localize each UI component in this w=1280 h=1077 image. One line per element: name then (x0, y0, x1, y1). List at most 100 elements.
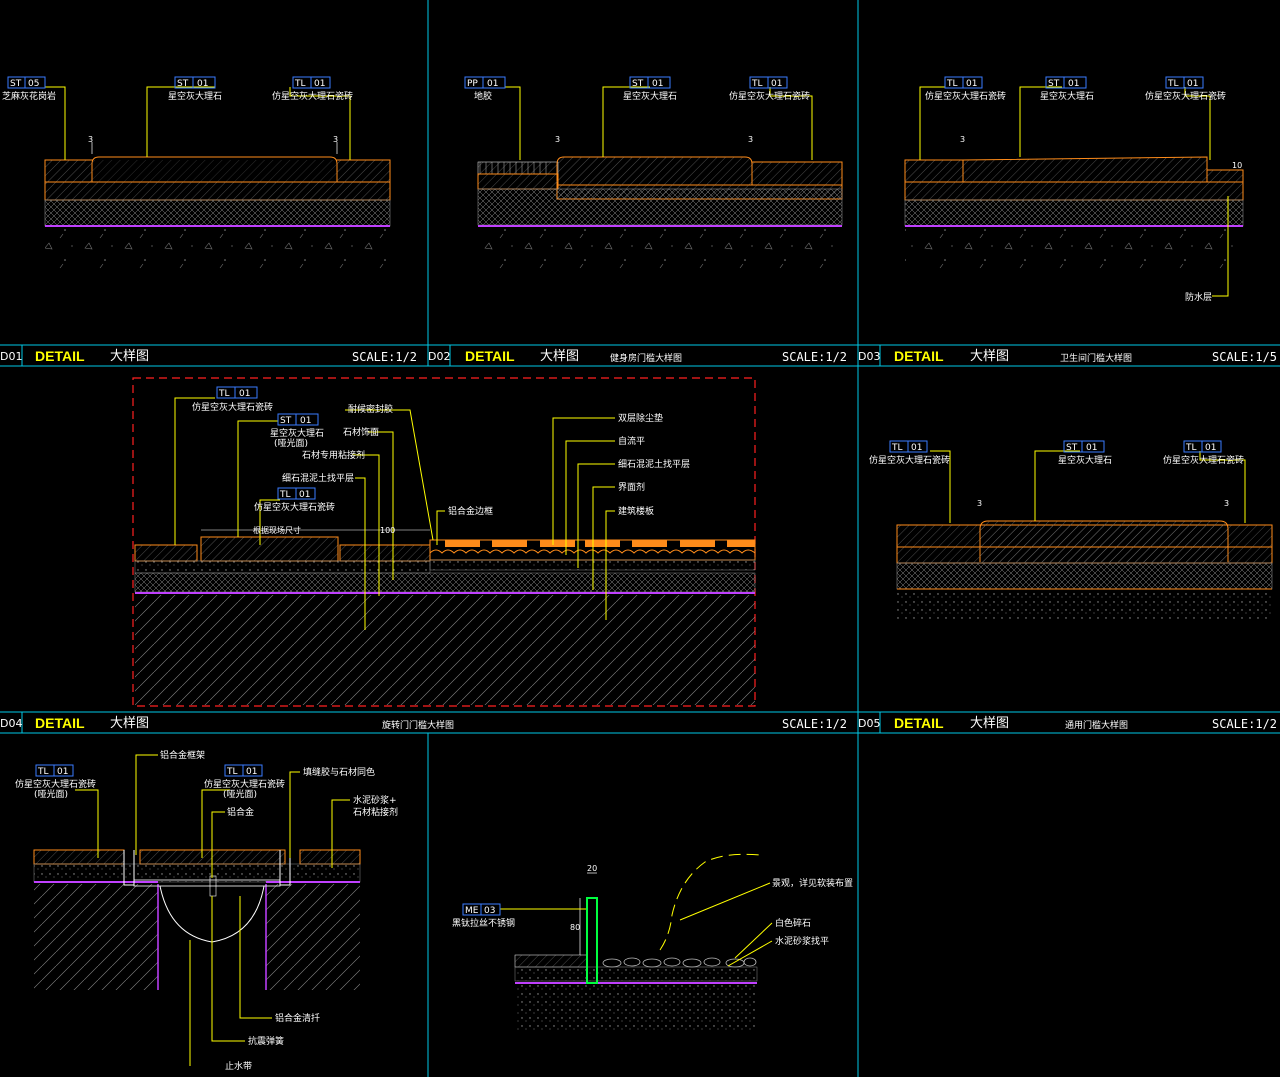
svg-text:仿星空灰大理石瓷砖: 仿星空灰大理石瓷砖 (15, 778, 96, 790)
svg-text:TL: TL (1185, 443, 1197, 453)
note-bl-spring: 抗震弹簧 (248, 1035, 284, 1047)
svg-text:01: 01 (57, 767, 68, 777)
note-d04-stone-face: 石材饰面 (343, 426, 379, 438)
note-d04-mat: 双层除尘垫 (618, 412, 663, 424)
svg-text:ST: ST (632, 79, 644, 89)
note-bl-waterstop: 止水带 (225, 1060, 252, 1072)
svg-text:仿星空灰大理石瓷砖: 仿星空灰大理石瓷砖 (204, 778, 285, 790)
svg-text:TL: TL (226, 767, 238, 777)
svg-text:ST: ST (10, 79, 22, 89)
svg-text:01: 01 (1086, 443, 1097, 453)
detail-heading-d04: DETAIL (35, 715, 85, 731)
detail-subtitle-d02: 健身房门槛大样图 (610, 352, 682, 364)
svg-text:星空灰大理石: 星空灰大理石 (1040, 90, 1094, 102)
note-bl-rod: 铝合金清扦 (275, 1012, 320, 1024)
svg-text:TL: TL (37, 767, 49, 777)
dim-bm-80: 80 (570, 923, 580, 932)
dim-d01-left: 3 (88, 135, 93, 144)
note-d04-self-level: 自流平 (618, 435, 645, 447)
note-bm-mortar: 水泥砂浆找平 (775, 935, 829, 947)
section-d01 (44, 86, 391, 272)
detail-number-d03: D03 (858, 350, 880, 363)
svg-text:仿星空灰大理石瓷砖: 仿星空灰大理石瓷砖 (1163, 454, 1244, 466)
note-d04-sealant: 耐候密封胶 (348, 403, 393, 415)
note-bl-adhesive: 石材粘接剂 (353, 806, 398, 818)
svg-text:星空灰大理石: 星空灰大理石 (1058, 454, 1112, 466)
svg-text:01: 01 (771, 79, 782, 89)
svg-text:仿星空灰大理石瓷砖: 仿星空灰大理石瓷砖 (192, 401, 273, 413)
detail-number-d01: D01 (0, 350, 22, 363)
detail-heading-d02: DETAIL (465, 348, 515, 364)
tag-d01-1: ST 05 芝麻灰花岗岩 (2, 76, 56, 102)
svg-text:星空灰大理石: 星空灰大理石 (270, 427, 324, 439)
svg-text:仿星空灰大理石瓷砖: 仿星空灰大理石瓷砖 (254, 501, 335, 513)
note-bl-grout: 填缝胶与石材同色 (303, 766, 375, 778)
dim-d01-right: 3 (333, 135, 338, 144)
detail-heading-d03: DETAIL (894, 348, 944, 364)
note-d03-waterproof: 防水层 (1185, 291, 1212, 303)
dim-d03-left: 3 (960, 135, 965, 144)
dim-d04-site: 根据现场尺寸 (253, 525, 301, 535)
note-d04-screed: 细石混泥土找平层 (282, 472, 354, 484)
svg-text:TL: TL (218, 389, 230, 399)
note-d04-adhesive: 石材专用粘接剂 (302, 449, 365, 461)
svg-text:TL: TL (751, 79, 763, 89)
tag-d05-3: TL 01 仿星空灰大理石瓷砖 (1163, 440, 1244, 466)
svg-text:03: 03 (484, 906, 495, 916)
svg-text:仿星空灰大理石瓷砖: 仿星空灰大理石瓷砖 (1145, 90, 1226, 102)
svg-text:地胶: 地胶 (474, 90, 492, 102)
detail-number-d04: D04 (0, 717, 22, 730)
svg-text:01: 01 (1068, 79, 1079, 89)
note-d04-alu-frame: 铝合金边框 (448, 505, 493, 517)
note-d04-slab: 建筑楼板 (618, 505, 654, 517)
svg-text:TL: TL (946, 79, 958, 89)
detail-scale-d05: SCALE:1/2 (1212, 717, 1277, 731)
title-bar-d03: D03 DETAIL 大样图 卫生间门槛大样图 SCALE:1/5 (858, 348, 1277, 364)
dim-d02-left: 3 (555, 135, 560, 144)
section-d05 (896, 450, 1273, 620)
note-bl-alu-frame: 铝合金框架 (160, 749, 205, 761)
svg-text:01: 01 (1187, 79, 1198, 89)
svg-text:ST: ST (177, 79, 189, 89)
title-bar-d02: D02 DETAIL 大样图 健身房门槛大样图 SCALE:1/2 (428, 348, 847, 364)
title-bar-d05: D05 DETAIL 大样图 通用门槛大样图 SCALE:1/2 (858, 715, 1277, 731)
dim-bm-20: 20 (587, 864, 597, 873)
svg-text:05: 05 (28, 79, 39, 89)
detail-scale-d04: SCALE:1/2 (782, 717, 847, 731)
svg-text:星空灰大理石: 星空灰大理石 (623, 90, 677, 102)
detail-number-d05: D05 (858, 717, 880, 730)
dim-d05-left: 3 (977, 499, 982, 508)
svg-text:01: 01 (1205, 443, 1216, 453)
svg-text:TL: TL (891, 443, 903, 453)
svg-text:ST: ST (1066, 443, 1078, 453)
detail-heading-d05: DETAIL (894, 715, 944, 731)
svg-text:芝麻灰花岗岩: 芝麻灰花岗岩 (2, 90, 56, 102)
note-bl-alu: 铝合金 (227, 806, 254, 818)
svg-text:ST: ST (280, 416, 292, 426)
dim-d03-right: 10 (1232, 161, 1242, 170)
svg-text:仿星空灰大理石瓷砖: 仿星空灰大理石瓷砖 (272, 90, 353, 102)
detail-heading-d01: DETAIL (35, 348, 85, 364)
svg-text:PP: PP (467, 79, 478, 89)
svg-text:星空灰大理石: 星空灰大理石 (168, 90, 222, 102)
detail-subtitle-d04: 旋转门门槛大样图 (382, 719, 454, 731)
section-joint (33, 754, 361, 1066)
svg-text:01: 01 (966, 79, 977, 89)
detail-subtitle-d03: 卫生间门槛大样图 (1060, 352, 1132, 364)
note-bm-landscape: 景观，详见软装布置 (772, 877, 853, 889)
svg-text:(哑光面): (哑光面) (223, 788, 257, 800)
svg-text:ME: ME (465, 906, 479, 916)
svg-text:01: 01 (299, 490, 310, 500)
